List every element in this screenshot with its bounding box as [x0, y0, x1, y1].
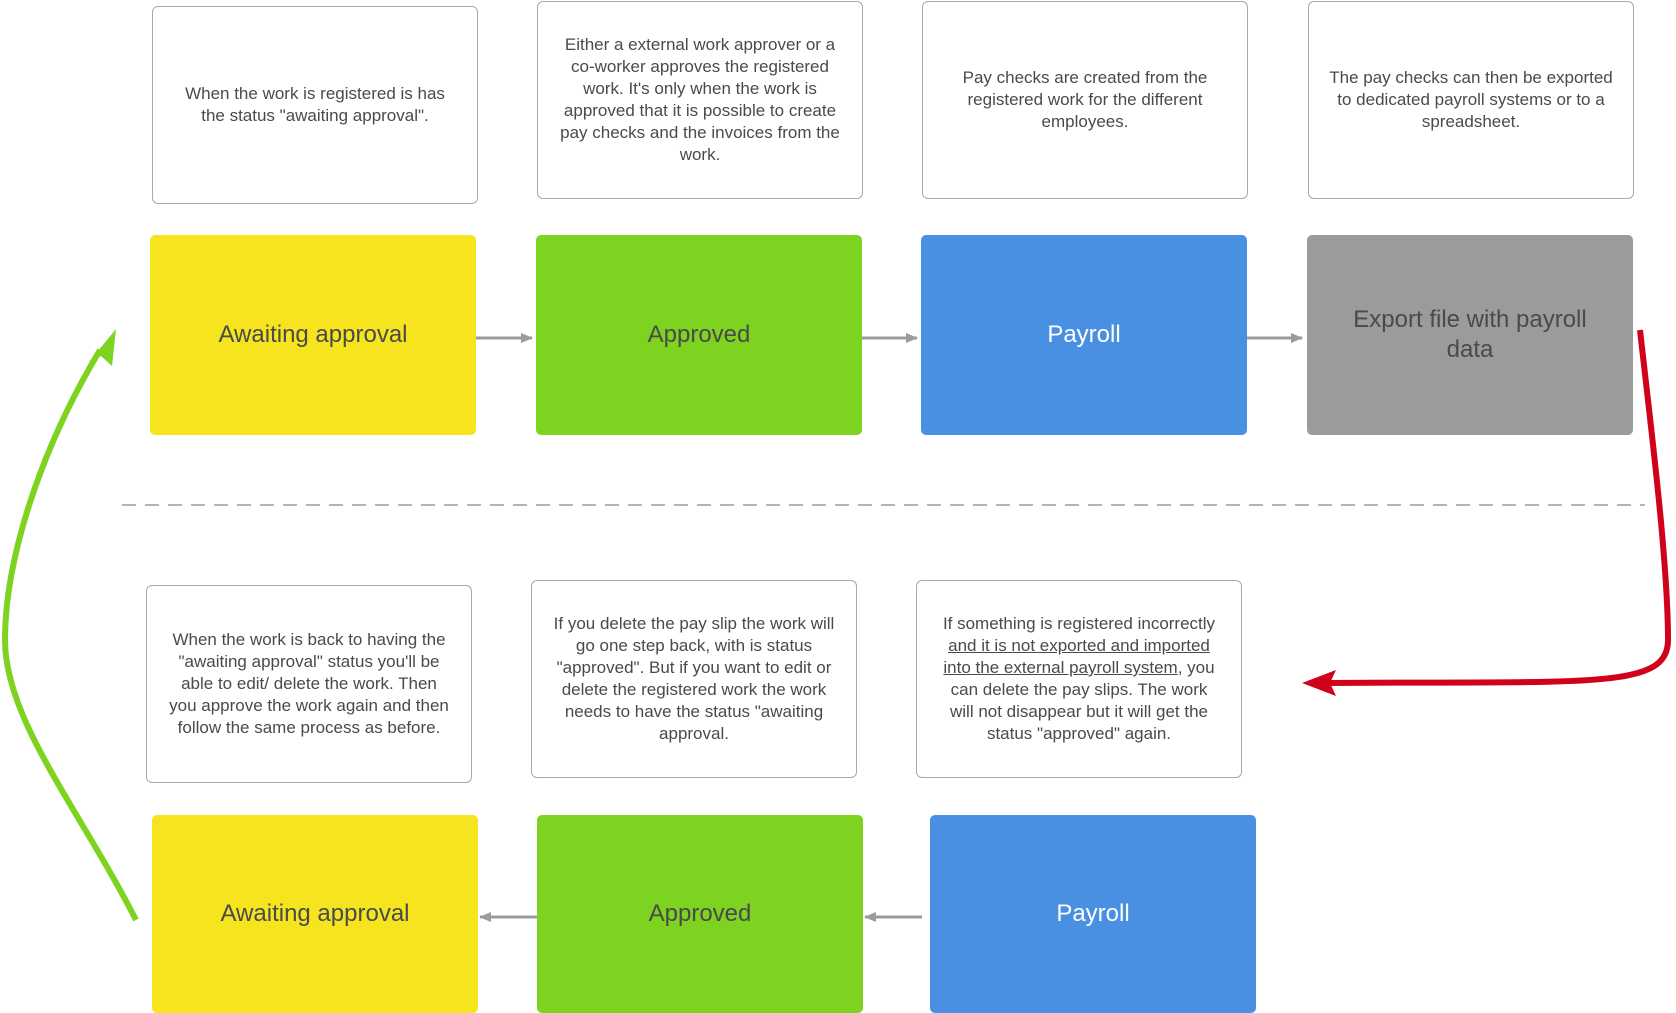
note-text-after: , you can delete the pay slips. The work…: [950, 658, 1215, 743]
note-awaiting-approval: When the work is registered is has the s…: [152, 6, 478, 204]
note-registered-incorrectly: If something is registered incorrectly a…: [916, 580, 1242, 778]
green-loop-arrowhead: [89, 329, 116, 366]
stage-approved: Approved: [536, 235, 862, 435]
note-payroll: Pay checks are created from the register…: [922, 1, 1248, 199]
stage-awaiting-approval: Awaiting approval: [150, 235, 476, 435]
note-text-before: If something is registered incorrectly: [942, 614, 1216, 633]
stage-payroll-bottom: Payroll: [930, 815, 1256, 1013]
red-return-arrowhead: [1302, 670, 1336, 696]
green-loop-arrow: [1, 348, 139, 922]
note-export: The pay checks can then be exported to d…: [1308, 1, 1634, 199]
stage-export-file: Export file with payroll data: [1307, 235, 1633, 435]
note-approved: Either a external work approver or a co-…: [537, 1, 863, 199]
note-text: If something is registered incorrectly a…: [937, 613, 1221, 745]
note-text-underlined: and it is not exported and imported into…: [943, 636, 1210, 677]
stage-payroll: Payroll: [921, 235, 1247, 435]
note-back-to-awaiting: When the work is back to having the "awa…: [146, 585, 472, 783]
stage-approved-bottom: Approved: [537, 815, 863, 1013]
stage-awaiting-approval-bottom: Awaiting approval: [152, 815, 478, 1013]
note-delete-pay-slip: If you delete the pay slip the work will…: [531, 580, 857, 778]
